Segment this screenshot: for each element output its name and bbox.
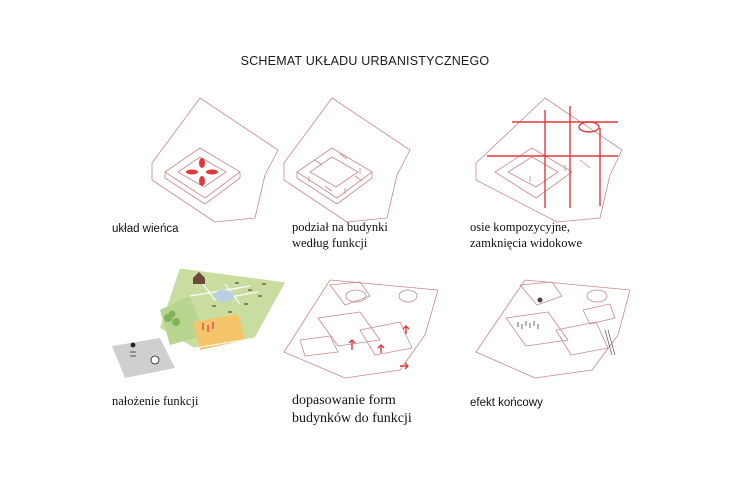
final-people-icons bbox=[517, 321, 539, 329]
flower-icon bbox=[537, 297, 543, 303]
site-outline bbox=[151, 97, 279, 223]
house-icon bbox=[193, 272, 205, 284]
caption-panel-3: osie kompozycyjne, zamknięcia widokowe bbox=[470, 220, 583, 250]
animal-icons bbox=[212, 282, 266, 313]
caption-panel-4: nałożenie funkcji bbox=[112, 394, 199, 408]
orange-zone bbox=[193, 314, 245, 350]
people-icons bbox=[202, 322, 214, 332]
pond bbox=[214, 290, 234, 302]
sun-icon bbox=[130, 342, 136, 357]
panel-2-diagram bbox=[283, 97, 411, 223]
caption-panel-2: podział na budynki według funkcji bbox=[292, 220, 388, 250]
panel-6-diagram bbox=[475, 279, 631, 379]
tree-icons bbox=[164, 310, 180, 326]
green-zone-left bbox=[160, 296, 205, 345]
grey-zone bbox=[112, 338, 175, 378]
axes-lines bbox=[487, 106, 618, 208]
panel-3-diagram bbox=[475, 97, 623, 223]
site-outline bbox=[475, 97, 623, 223]
panel-1-diagram bbox=[151, 97, 279, 223]
center-cross-icon bbox=[186, 158, 218, 186]
caption-panel-1: układ wieńca bbox=[112, 223, 179, 235]
site-outline bbox=[283, 279, 439, 379]
site-outline bbox=[475, 279, 631, 379]
diagram-title: SCHEMAT UKŁADU URBANISTYCZNEGO bbox=[240, 54, 490, 68]
direction-arrows bbox=[348, 325, 410, 370]
panel-5-diagram bbox=[283, 279, 439, 379]
fence-lines bbox=[604, 329, 616, 356]
panel-4-diagram bbox=[112, 267, 287, 378]
site-outline bbox=[283, 97, 411, 223]
caption-panel-6: efekt końcowy bbox=[470, 397, 543, 409]
caption-panel-5: dopasowanie form budynków do funkcji bbox=[292, 393, 412, 426]
parking-icon bbox=[150, 355, 160, 365]
view-closure-circle bbox=[578, 121, 600, 133]
block-ring bbox=[164, 147, 241, 199]
